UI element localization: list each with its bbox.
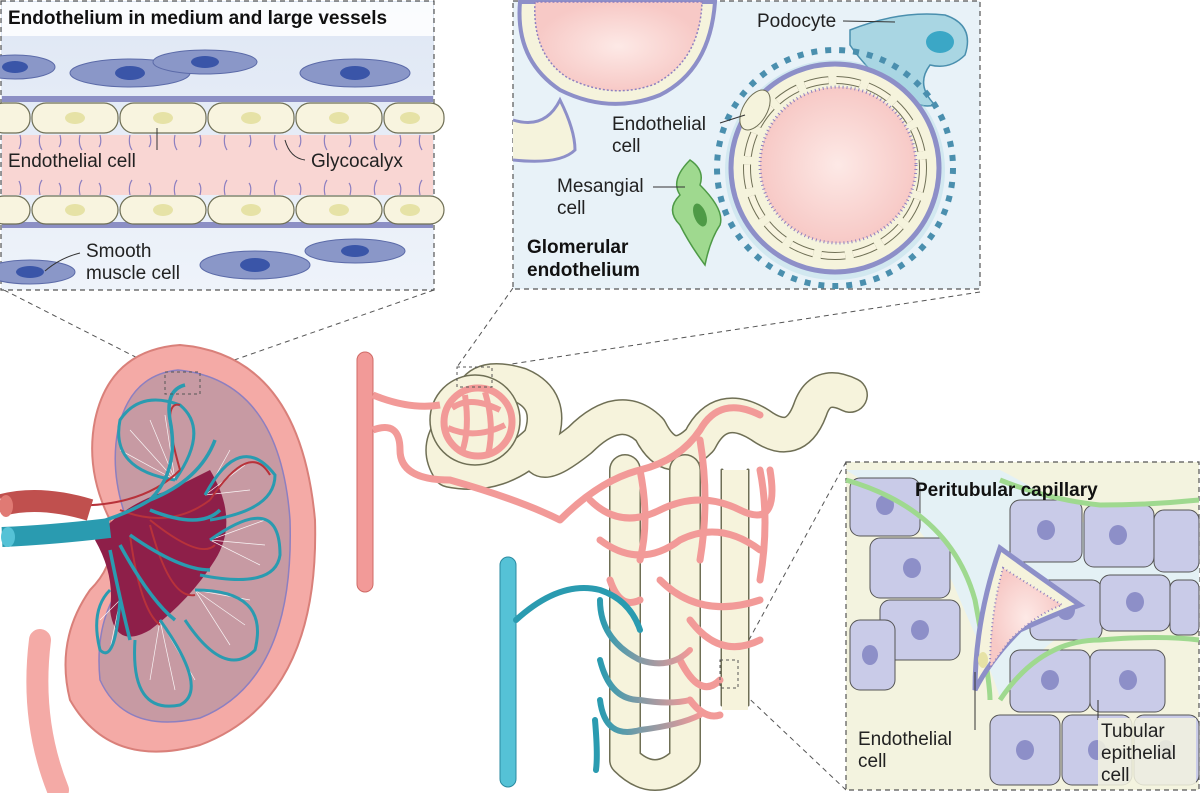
kidney-illustration xyxy=(0,343,317,793)
label-endothelial-cell: Endothelial cell xyxy=(8,151,136,172)
label-smooth-muscle-1: Smooth xyxy=(86,241,151,262)
label-podocyte: Podocyte xyxy=(757,11,836,32)
mesangial-cell xyxy=(671,159,722,267)
label-tubular-2: epithelial xyxy=(1101,743,1176,764)
vessel-panel: Endothelium in medium and large vessels … xyxy=(0,0,445,291)
label-peritubular-endothelial-2: cell xyxy=(858,751,887,772)
afferent-arteriole xyxy=(371,391,562,524)
vessel-lumen xyxy=(2,135,433,195)
glomerular-panel: Podocyte Endothelial cell Mesangial cell… xyxy=(512,0,981,290)
glomerulus xyxy=(429,374,521,466)
peritubular-panel: Peritubular capillary Endothelial cell T… xyxy=(845,461,1200,791)
label-tubular-3: cell xyxy=(1101,765,1130,786)
zoom-connector-lines xyxy=(3,287,981,791)
glomerulus-zoom-box xyxy=(456,366,493,388)
peritubular-capillary-network xyxy=(556,404,776,720)
smooth-muscle-cells-bottom xyxy=(0,238,406,285)
label-glomerular-endothelial-2: cell xyxy=(612,136,641,157)
ureter xyxy=(26,629,69,793)
glomerular-capillary-main xyxy=(714,47,956,289)
tubule-zoom-box xyxy=(719,659,739,689)
label-smooth-muscle-2: muscle cell xyxy=(86,263,180,284)
glomerular-panel-title-1: Glomerular xyxy=(527,237,629,258)
nephron-illustration xyxy=(356,351,868,791)
label-glomerular-endothelial-1: Endothelial xyxy=(612,114,706,135)
smooth-muscle-cells-top xyxy=(0,49,411,88)
renal-tubule xyxy=(425,363,868,791)
label-glycocalyx: Glycocalyx xyxy=(311,151,403,172)
afferent-vessel xyxy=(356,351,374,593)
glomerular-capillary-top xyxy=(517,0,718,106)
label-peritubular-endothelial-1: Endothelial xyxy=(858,729,952,750)
glomerular-panel-title-2: endothelium xyxy=(527,260,640,281)
glycocalyx-fibers xyxy=(18,134,423,196)
renal-veins xyxy=(24,383,222,641)
label-tubular-1: Tubular xyxy=(1101,721,1165,742)
label-mesangial-1: Mesangial xyxy=(557,176,644,197)
label-mesangial-2: cell xyxy=(557,198,586,219)
peritubular-panel-title: Peritubular capillary xyxy=(915,480,1098,501)
renal-lobules xyxy=(95,398,282,708)
vessel-panel-title: Endothelium in medium and large vessels xyxy=(8,8,387,29)
peritubular-capillary xyxy=(972,543,1086,692)
efferent-vein xyxy=(499,556,517,788)
renal-vein-trunk xyxy=(1,518,112,547)
renal-artery-trunk xyxy=(0,490,94,521)
kidney-zoom-box xyxy=(164,371,201,395)
venous-network xyxy=(513,585,703,773)
